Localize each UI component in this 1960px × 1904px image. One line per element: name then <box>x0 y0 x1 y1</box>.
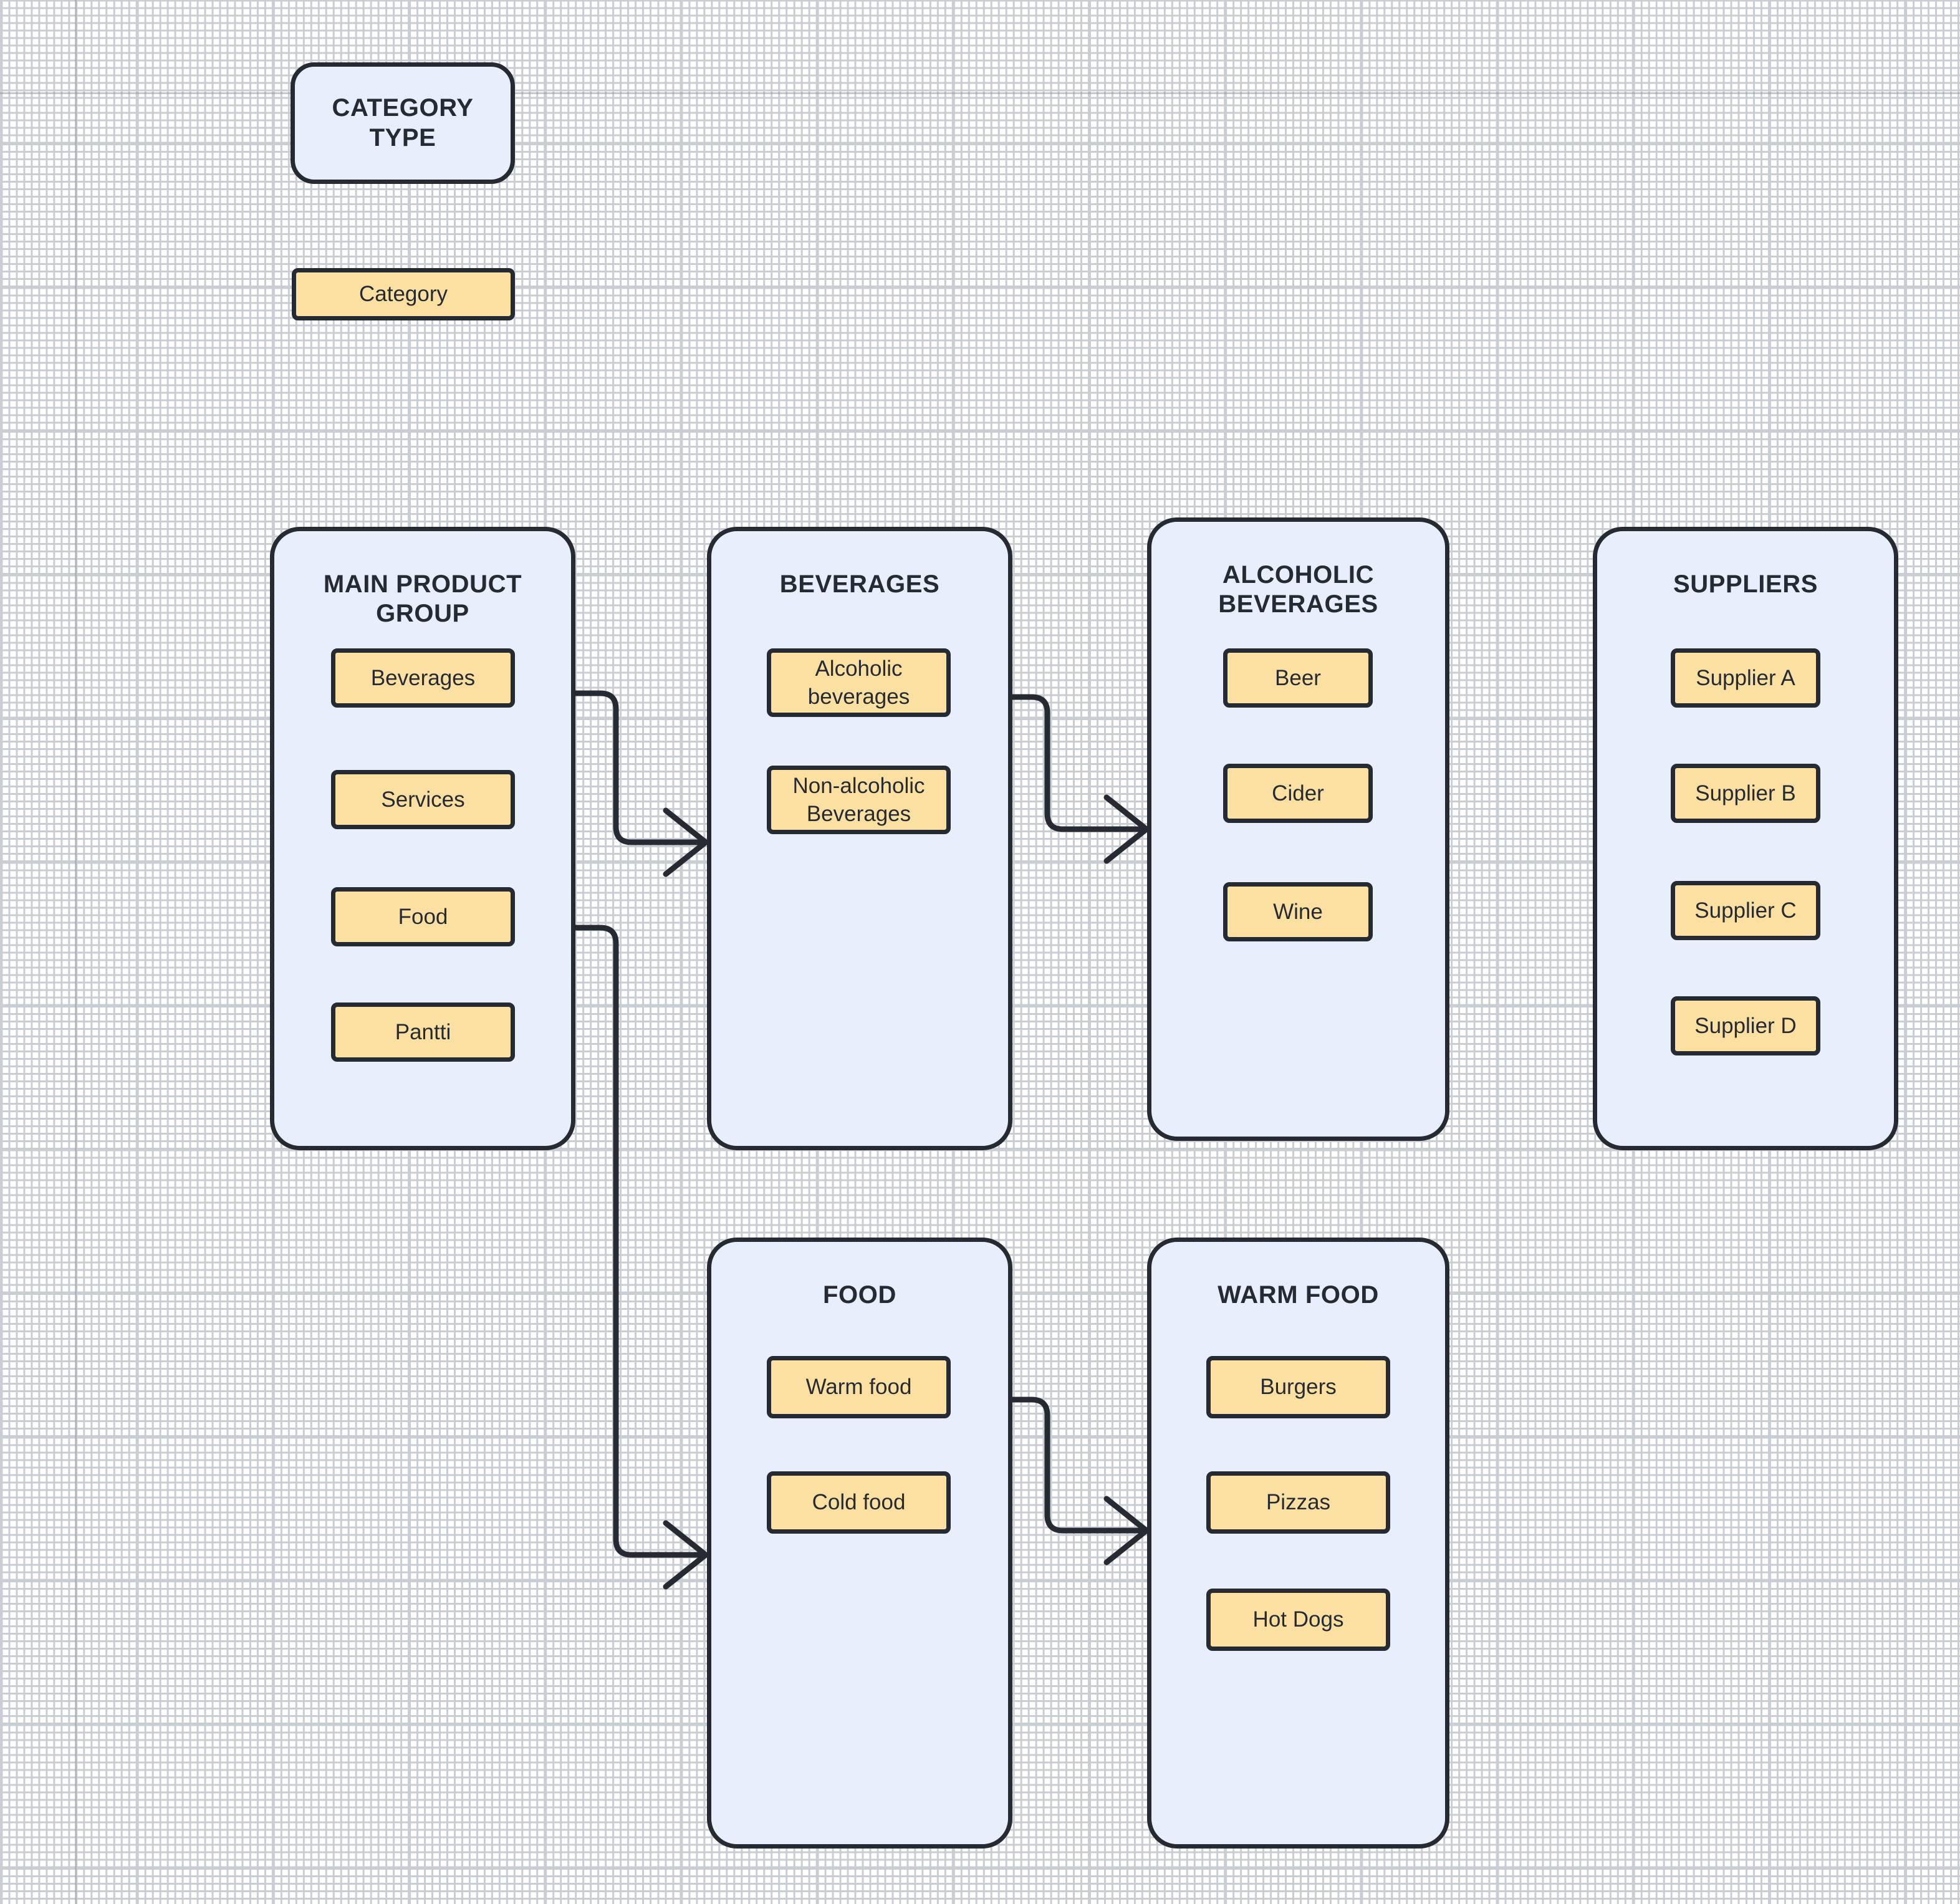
item-label: Warm food <box>805 1375 912 1400</box>
legend-category-shape: Category <box>292 268 515 320</box>
item-supplier-c[interactable]: Supplier C <box>1671 881 1820 940</box>
item-supplier-d[interactable]: Supplier D <box>1671 996 1820 1055</box>
group-title-line-1: WARM FOOD <box>1218 1281 1379 1309</box>
item-hot-dogs[interactable]: Hot Dogs <box>1206 1589 1390 1651</box>
arrowhead-beverages-to-beverages-group <box>663 807 709 877</box>
group-alcoholic-beverages[interactable]: ALCOHOLIC BEVERAGES <box>1147 517 1449 1141</box>
arrowhead-warmfood-to-warmfood-group <box>1103 1496 1150 1565</box>
group-title-line-1: SUPPLIERS <box>1673 570 1818 598</box>
item-label: Pantti <box>395 1019 451 1044</box>
item-wine[interactable]: Wine <box>1223 882 1373 941</box>
item-label: Hot Dogs <box>1252 1607 1344 1632</box>
item-label: Beverages <box>370 665 476 690</box>
item-label: Supplier C <box>1694 898 1797 923</box>
arrowhead-alcoholic-to-alcoholic-group <box>1103 794 1150 864</box>
group-title-alcoholic-beverages: ALCOHOLIC BEVERAGES <box>1151 560 1445 619</box>
group-warm-food[interactable]: WARM FOOD <box>1147 1238 1449 1849</box>
item-label: Alcoholic beverages <box>807 656 910 709</box>
group-title-main-product-group: MAIN PRODUCT GROUP <box>274 570 571 628</box>
item-label: Cold food <box>812 1490 906 1515</box>
item-cider[interactable]: Cider <box>1223 764 1373 823</box>
item-label: Non-alcoholic Beverages <box>792 773 925 827</box>
item-burgers[interactable]: Burgers <box>1206 1356 1390 1418</box>
item-label: Pizzas <box>1266 1490 1331 1515</box>
group-title-line-1: ALCOHOLIC <box>1222 561 1375 589</box>
item-label: Services <box>381 787 465 812</box>
item-label: Food <box>398 904 448 929</box>
legend-type-line-1: CATEGORY <box>332 94 474 122</box>
legend-type-line-2: TYPE <box>369 123 436 151</box>
item-supplier-a[interactable]: Supplier A <box>1671 648 1820 708</box>
item-label: Cider <box>1272 781 1324 805</box>
item-pantti[interactable]: Pantti <box>331 1002 515 1062</box>
group-title-line-1: FOOD <box>823 1281 896 1309</box>
item-label: Burgers <box>1260 1375 1337 1400</box>
group-title-line-2: BEVERAGES <box>1218 590 1378 618</box>
item-food[interactable]: Food <box>331 887 515 946</box>
legend-category-label: Category <box>358 282 448 306</box>
item-beverages[interactable]: Beverages <box>331 648 515 708</box>
item-services[interactable]: Services <box>331 770 515 829</box>
item-label: Supplier A <box>1696 665 1795 690</box>
item-alcoholic-beverages[interactable]: Alcoholic beverages <box>767 648 951 717</box>
legend-category-type-shape: CATEGORY TYPE <box>291 62 515 184</box>
group-title-line-2: GROUP <box>376 600 469 628</box>
group-title-beverages: BEVERAGES <box>711 570 1008 599</box>
item-pizzas[interactable]: Pizzas <box>1206 1471 1390 1534</box>
group-title-warm-food: WARM FOOD <box>1151 1281 1445 1310</box>
item-label: Supplier D <box>1694 1013 1797 1038</box>
group-title-suppliers: SUPPLIERS <box>1597 570 1894 599</box>
item-label: Wine <box>1273 899 1323 924</box>
item-warm-food[interactable]: Warm food <box>767 1356 951 1418</box>
group-title-line-1: BEVERAGES <box>779 570 940 598</box>
group-suppliers[interactable]: SUPPLIERS <box>1593 527 1898 1150</box>
item-label: Beer <box>1275 665 1321 690</box>
item-cold-food[interactable]: Cold food <box>767 1471 951 1534</box>
group-beverages[interactable]: BEVERAGES <box>707 527 1012 1150</box>
arrowhead-food-to-food-group <box>663 1520 709 1590</box>
item-supplier-b[interactable]: Supplier B <box>1671 764 1820 823</box>
item-label: Supplier B <box>1695 781 1796 805</box>
group-title-food: FOOD <box>711 1281 1008 1310</box>
group-title-line-1: MAIN PRODUCT <box>323 570 522 598</box>
item-beer[interactable]: Beer <box>1223 648 1373 708</box>
item-non-alcoholic-beverages[interactable]: Non-alcoholic Beverages <box>767 766 951 834</box>
group-food[interactable]: FOOD <box>707 1238 1012 1849</box>
